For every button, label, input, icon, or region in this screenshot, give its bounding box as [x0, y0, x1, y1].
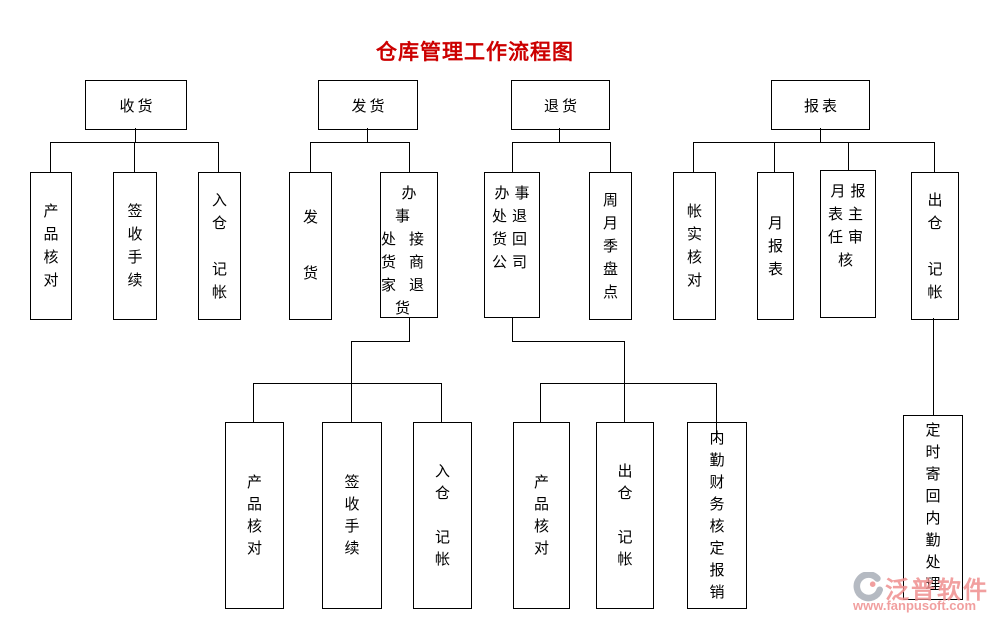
node-report-account-reconcile: 帐 实 核 对 [673, 172, 716, 320]
node-receive: 收货 [85, 80, 187, 130]
connector-line [351, 341, 410, 342]
node-ship-product-check: 产 品 核 对 [225, 422, 284, 609]
connector-line [441, 383, 442, 422]
connector-line [934, 142, 935, 172]
connector-line [693, 142, 934, 143]
connector-line [512, 142, 610, 143]
connector-line [848, 142, 849, 170]
node-ship-office-returns: 办事 处接 货商 家退 货 [380, 172, 438, 318]
node-ship-inbound-booking: 入 仓 记 帐 [413, 422, 472, 609]
watermark-brand: 泛普软件 [885, 577, 989, 604]
connector-line [253, 383, 442, 384]
watermark-url: www.fanpusoft.com [853, 598, 977, 613]
connector-line [409, 142, 410, 172]
connector-line [135, 128, 136, 142]
node-return-outbound-booking: 出 仓 记 帐 [596, 422, 654, 609]
node-report: 报表 [771, 80, 870, 130]
connector-line [774, 142, 775, 172]
node-report-supervisor-review: 月报 表主 任审 核 [820, 170, 876, 318]
node-return-finance-approval: 内 勤 财 务 核 定 报 销 [687, 422, 747, 609]
connector-line [253, 383, 254, 422]
node-receive-sign-procedure: 签 收 手 续 [113, 172, 157, 320]
node-receive-inbound-booking: 入 仓 记 帐 [198, 172, 241, 320]
node-ship: 发货 [318, 80, 418, 130]
connector-line [610, 142, 611, 172]
connector-line [820, 128, 821, 142]
connector-line [351, 383, 352, 422]
node-return-stocktaking: 周 月 季 盘 点 [589, 172, 632, 320]
connector-line [367, 128, 368, 142]
connector-line [624, 341, 625, 383]
connector-line [559, 128, 560, 142]
node-ship-sign-procedure: 签 收 手 续 [322, 422, 382, 609]
connector-line [540, 383, 541, 422]
connector-line [218, 142, 219, 172]
node-report-mail-back: 定 时 寄 回 内 勤 处 理 [903, 415, 963, 600]
node-receive-product-check: 产 品 核 对 [30, 172, 72, 320]
watermark: 泛普软件 www.fanpusoft.com [853, 570, 996, 614]
node-ship-goods: 发 货 [289, 172, 332, 320]
node-return: 退货 [511, 80, 610, 130]
node-report-monthly: 月 报 表 [757, 172, 794, 320]
connector-line [540, 383, 717, 384]
connector-line [624, 383, 625, 422]
connector-line [512, 341, 625, 342]
connector-line [409, 318, 410, 341]
diagram-title: 仓库管理工作流程图 [376, 41, 574, 64]
node-return-product-check: 产 品 核 对 [513, 422, 570, 609]
node-return-office-to-company: 办事 处退 货回 公司 [484, 172, 540, 318]
connector-line [134, 142, 135, 172]
connector-line [310, 142, 409, 143]
fanpu-logo-icon [853, 572, 883, 602]
node-report-outbound-booking: 出 仓 记 帐 [911, 172, 959, 320]
connector-line [512, 142, 513, 172]
connector-line [933, 318, 934, 415]
connector-line [716, 383, 717, 443]
connector-line [310, 142, 311, 172]
connector-line [50, 142, 51, 172]
connector-line [693, 142, 694, 172]
connector-line [512, 318, 513, 341]
connector-line [351, 341, 352, 383]
